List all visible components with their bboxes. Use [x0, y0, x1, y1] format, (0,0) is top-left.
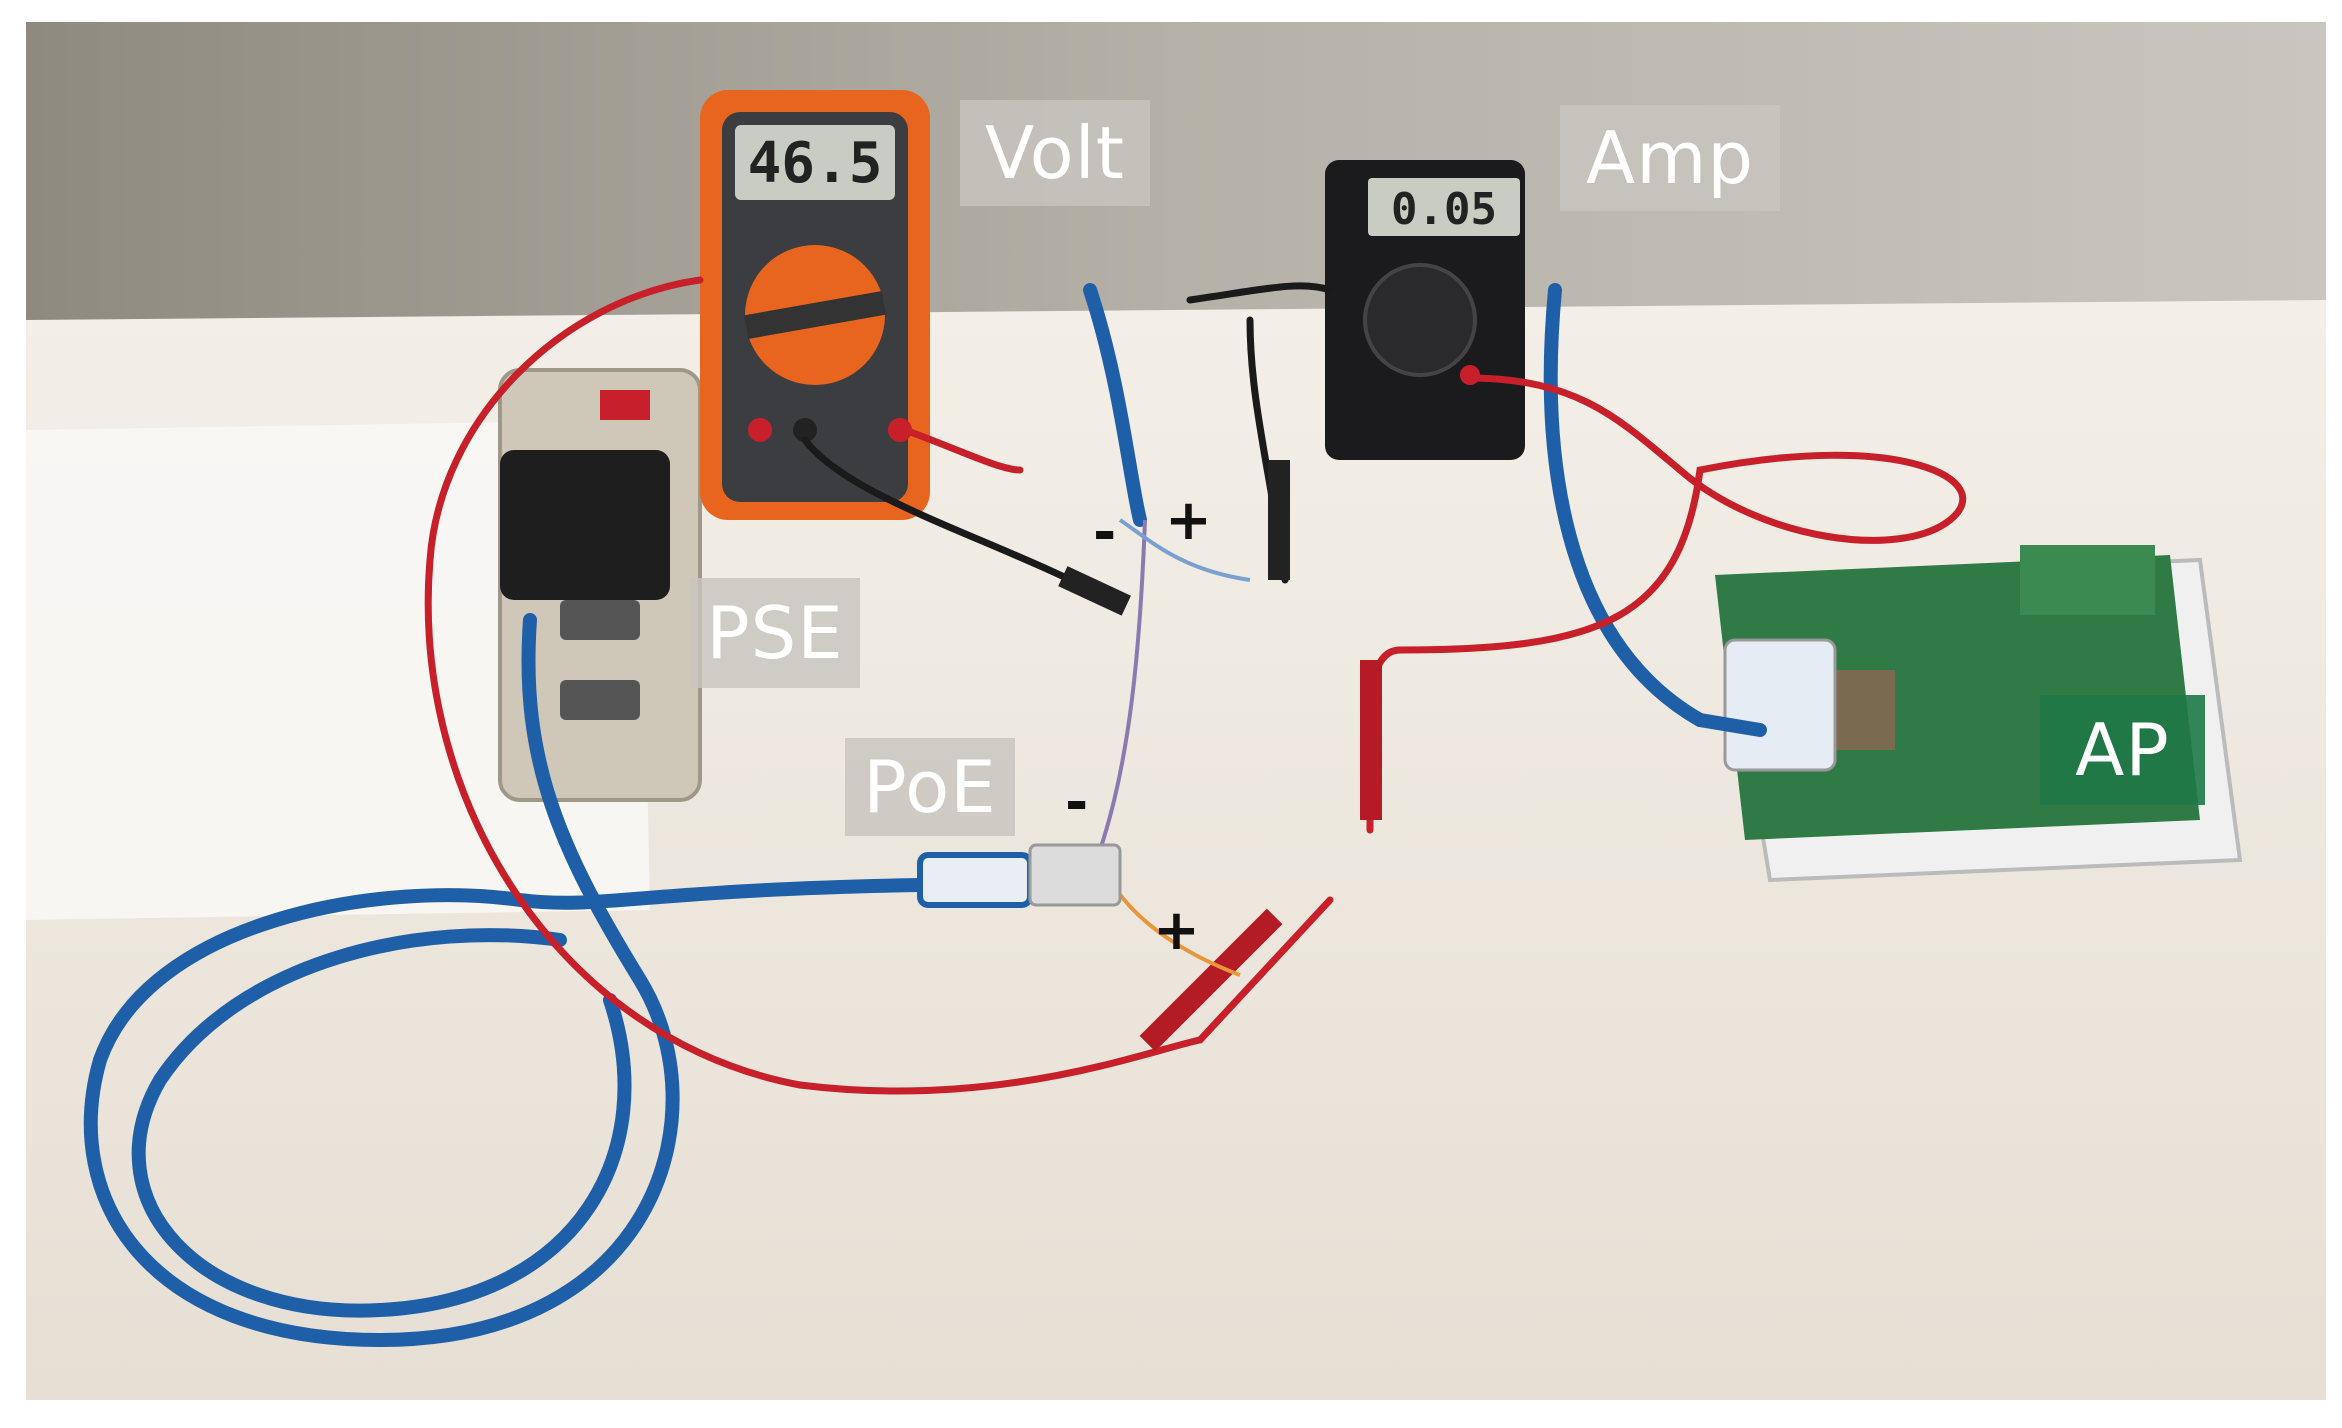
volt-lcd-reading: 46.5 — [748, 131, 883, 196]
top-plus-sign: + — [1165, 488, 1212, 553]
paper-sheet — [26, 420, 650, 920]
ap-label: AP — [2040, 695, 2205, 805]
amp-multimeter: 0.05 — [1325, 160, 1525, 460]
bottom-plus-sign: + — [1153, 898, 1200, 963]
wall — [26, 22, 2326, 342]
pse-label: PSE — [690, 578, 860, 688]
ap-label-text: AP — [2075, 708, 2170, 792]
blue-ethernet-cable — [83, 283, 1767, 1348]
bottom-minus-sign: - — [1065, 770, 1089, 835]
top-minus-sign: - — [1093, 500, 1117, 565]
pse-injector — [500, 450, 670, 600]
poe-coupler — [1028, 843, 1122, 907]
amp-lcd-reading: 0.05 — [1391, 184, 1497, 235]
poe-splice-wires — [1098, 518, 1251, 977]
poe-connector — [917, 852, 1033, 908]
black-probe-2 — [1268, 460, 1290, 580]
poe-label-text: PoE — [863, 745, 997, 829]
poe-label: PoE — [845, 738, 1015, 836]
amp-label-text: Amp — [1585, 116, 1755, 200]
pse-label-text: PSE — [706, 591, 844, 675]
red-probe-1 — [1360, 660, 1382, 820]
black-probe-1 — [1058, 566, 1131, 616]
amp-label: Amp — [1560, 105, 1780, 211]
volt-multimeter: 46.5 — [700, 90, 930, 520]
volt-label-text: Volt — [985, 111, 1125, 195]
red-probe-2 — [1139, 908, 1283, 1052]
red-test-leads — [424, 276, 1967, 1095]
volt-label: Volt — [960, 100, 1150, 206]
